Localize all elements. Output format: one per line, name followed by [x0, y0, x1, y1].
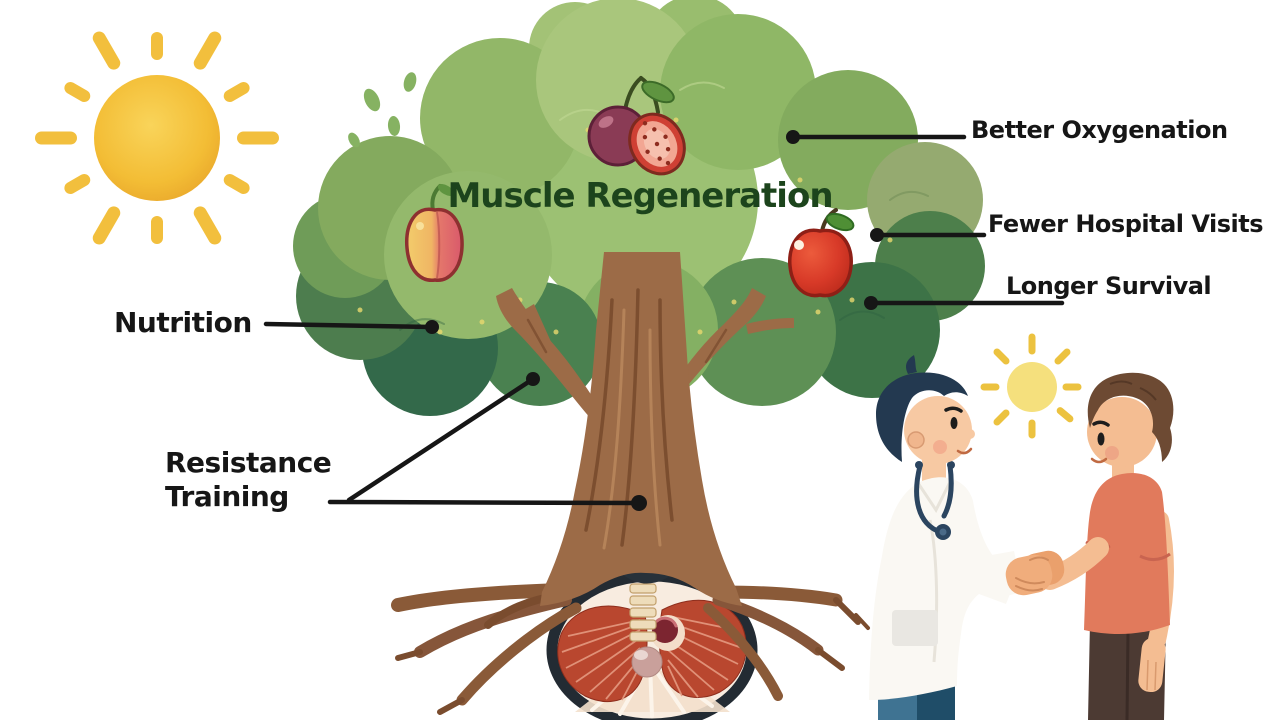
doctor-hair [876, 372, 968, 462]
coat-pocket [892, 610, 938, 646]
patient-figure [1039, 372, 1175, 720]
diagram-title: Muscle Regeneration [447, 176, 833, 216]
diaphragm-muscle-icon [546, 570, 758, 720]
doctor-figure [869, 355, 1016, 720]
stethoscope-icon [914, 461, 955, 540]
tree-trunk [496, 252, 794, 606]
esophageal-opening [652, 617, 678, 643]
small-sun-icon [980, 333, 1082, 439]
handshake-icon [986, 550, 1065, 599]
label-nutrition: Nutrition [114, 306, 252, 339]
spine-icon [629, 583, 657, 642]
leaf-icons [348, 72, 417, 148]
sun-icon [35, 31, 279, 245]
label-fewer-hospital-visits: Fewer Hospital Visits [988, 210, 1264, 238]
connector-dots [425, 130, 884, 511]
doctor-ear [907, 431, 925, 449]
label-longer-survival: Longer Survival [1006, 272, 1212, 300]
line-nutrition [263, 321, 435, 330]
label-resistance-training: Resistance Training [165, 446, 332, 513]
fig-slice-icon [628, 112, 686, 176]
connector-lines [263, 134, 1065, 506]
label-better-oxygenation: Better Oxygenation [971, 116, 1228, 144]
line-resistance-trunk [327, 499, 642, 506]
red-apple-icon [788, 208, 855, 298]
patient-shirt [1084, 472, 1170, 635]
yellow-red-apple-icon [405, 184, 464, 282]
patient-hand [1138, 637, 1166, 693]
patient-head [1087, 397, 1157, 467]
line-resistance-foliage [346, 376, 536, 503]
